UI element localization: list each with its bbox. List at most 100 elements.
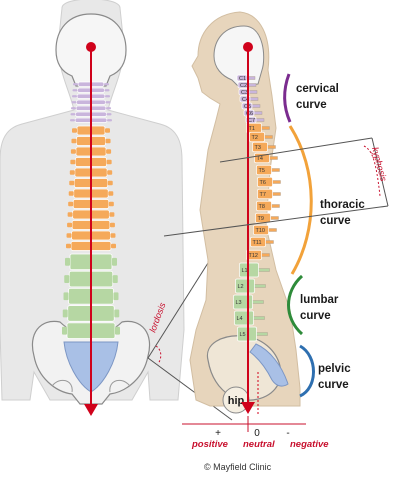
pelvic-curve-bracket xyxy=(299,344,315,398)
lumbar-curve-bracket xyxy=(287,274,304,336)
vertebra-label-t2: T2 xyxy=(252,135,258,141)
scale-minus: - xyxy=(286,428,289,439)
front-hip-socket-left xyxy=(51,379,73,393)
front-lumbar-vertebra-process-right xyxy=(115,326,120,335)
front-thoracic-vertebra-process-right xyxy=(108,201,114,207)
front-lumbar-vertebra-process-left xyxy=(65,257,70,266)
scale-neutral-label: neutral xyxy=(243,439,275,450)
front-cervical-vertebra-process-left xyxy=(73,83,78,86)
vertebra-label-t4: T4 xyxy=(257,156,263,162)
scale-zero: 0 xyxy=(254,428,260,439)
front-view: lordosis xyxy=(0,0,233,421)
lumbar-curve-label: lumbar curve xyxy=(300,294,342,322)
side-view: C1C2C3C4C5C6C7T1T2T3T4T5T6T7T8T9T10T11T1… xyxy=(163,11,389,416)
side-thoracic-vertebra xyxy=(250,236,266,248)
front-thoracic-vertebra-process-left xyxy=(69,180,75,186)
front-thoracic-vertebra-process-right xyxy=(106,159,112,165)
hip-label: hip xyxy=(228,395,245,407)
vertebra-label-l5: L5 xyxy=(240,332,246,338)
pelvic-curve-label: pelvic curve xyxy=(318,363,354,391)
front-plumb-top-dot xyxy=(86,42,96,52)
vertebra-label-t9: T9 xyxy=(258,216,264,222)
vertebra-label-c6: C6 xyxy=(246,111,253,117)
front-lumbar-vertebra-process-left xyxy=(64,275,70,283)
side-plumb-arrow xyxy=(241,402,255,414)
front-thoracic-vertebra-process-right xyxy=(105,138,111,144)
vertebra-label-t7: T7 xyxy=(260,192,266,198)
side-thoracic-vertebra xyxy=(249,131,265,143)
vertebra-label-l2: L2 xyxy=(238,284,244,290)
vertebra-label-t6: T6 xyxy=(260,180,266,186)
front-cervical-vertebra-process-right xyxy=(105,95,110,98)
front-thoracic-vertebra-process-right xyxy=(109,212,115,217)
vertebra-label-t10: T10 xyxy=(256,228,265,234)
lordosis-line-lower xyxy=(147,357,233,421)
vertebra-label-l3: L3 xyxy=(236,300,242,306)
credit-text: © Mayfield Clinic xyxy=(204,462,272,472)
front-lumbar-vertebra-process-right xyxy=(114,309,120,318)
front-thoracic-vertebra-process-left xyxy=(67,212,73,217)
side-cervical-spinous-process xyxy=(248,97,259,101)
side-lumbar-vertebra xyxy=(235,278,255,294)
front-cervical-vertebra-process-right xyxy=(105,101,111,104)
kyphosis-arc xyxy=(363,145,381,197)
kyphosis-line-upper xyxy=(219,137,373,163)
front-thoracic-vertebra-process-left xyxy=(66,243,71,249)
side-body-silhouette xyxy=(189,11,301,407)
front-thoracic-vertebra-process-left xyxy=(71,138,77,144)
front-lumbar-vertebra-process-right xyxy=(112,257,117,266)
front-lumbar-vertebra-process-right xyxy=(112,275,118,283)
side-sacrum xyxy=(249,343,289,387)
front-cervical-vertebra-process-right xyxy=(106,113,112,116)
thoracic-curve-bracket xyxy=(288,125,313,275)
scale-positive-label: positive xyxy=(191,439,229,450)
front-cervical-vertebra-process-left xyxy=(72,89,78,92)
cervical-curve-label: cervical curve xyxy=(296,83,342,111)
front-cervical-vertebra-process-right xyxy=(104,83,109,86)
vertebra-label-t8: T8 xyxy=(259,204,265,210)
vertebra-label-l1: L1 xyxy=(242,268,248,274)
front-thoracic-vertebra-process-left xyxy=(66,233,72,238)
kyphosis-label: kyphosis xyxy=(370,146,389,183)
vertebra-label-t1: T1 xyxy=(249,126,255,132)
front-thoracic-vertebra-process-right xyxy=(110,233,116,238)
kyphosis-line-lower xyxy=(163,205,389,237)
kyphosis-connector xyxy=(371,137,389,207)
vertebra-label-c1: C1 xyxy=(239,76,246,82)
scale-plus: + xyxy=(215,428,221,439)
lordosis-arc xyxy=(155,345,162,365)
side-thoracic-vertebra xyxy=(257,176,273,188)
front-thoracic-vertebra-process-right xyxy=(108,191,114,196)
front-thoracic-vertebra-process-right xyxy=(105,128,110,133)
side-skull xyxy=(213,25,265,87)
front-thoracic-vertebra-process-right xyxy=(109,222,115,228)
front-cervical-vertebra-process-left xyxy=(72,95,77,98)
front-thoracic-vertebra-process-left xyxy=(72,128,77,133)
side-thoracic-vertebra xyxy=(256,200,272,212)
front-lumbar-vertebra-process-left xyxy=(63,292,69,301)
side-cervical-spinous-process xyxy=(252,111,263,115)
vertebra-label-c4: C4 xyxy=(242,97,249,103)
thoracic-curve-label: thoracic curve xyxy=(320,199,368,227)
front-thoracic-vertebra-process-left xyxy=(70,149,76,154)
front-thoracic-vertebra-process-left xyxy=(69,170,75,175)
vertebra-label-t5: T5 xyxy=(259,168,265,174)
cervical-curve-bracket xyxy=(283,73,292,123)
front-plumb-arrow xyxy=(84,404,98,416)
front-thoracic-vertebra-process-right xyxy=(107,180,113,186)
side-cervical-spinous-process xyxy=(250,104,261,108)
front-thoracic-vertebra-process-left xyxy=(68,191,74,196)
front-thoracic-vertebra-process-right xyxy=(106,149,112,154)
sagittal-balance-scale: + 0 - positive neutral negative xyxy=(182,416,329,450)
side-thoracic-vertebra xyxy=(246,249,262,261)
front-cervical-vertebra-process-left xyxy=(71,107,76,110)
front-cervical-vertebra-process-right xyxy=(106,107,111,110)
side-thoracic-vertebra xyxy=(253,224,269,236)
side-plumb-top-dot xyxy=(243,42,253,52)
vertebra-label-l4: L4 xyxy=(237,316,243,322)
front-thoracic-vertebra-process-left xyxy=(70,159,76,165)
side-thoracic-vertebra xyxy=(257,188,273,200)
front-thoracic-vertebra-process-right xyxy=(111,243,116,249)
side-thoracic-vertebra xyxy=(256,164,272,176)
